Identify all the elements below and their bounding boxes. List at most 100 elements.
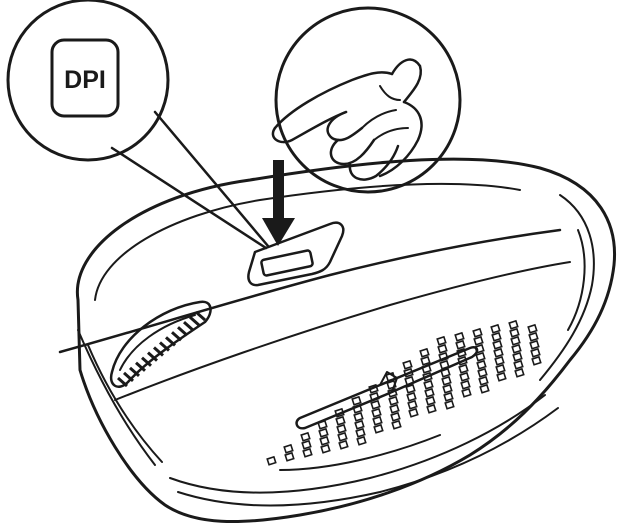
dpi-label: DPI [64,66,106,94]
grip-square [492,339,503,350]
scroll-wheel [109,300,212,388]
grip-square [457,355,468,366]
grip-square [317,419,328,430]
grip-square [495,363,506,374]
grip-square [491,331,502,342]
wheel-ridge [141,356,152,367]
wheel-ridge [147,351,158,362]
grip-square [372,415,383,426]
grip-square [318,427,329,438]
grip-square [354,419,365,430]
grip-square [389,403,400,414]
wheel-ridge [123,371,134,383]
grip-square [474,343,485,354]
pointing-hand-icon [271,6,462,194]
grip-square [426,403,437,414]
grip-square [508,319,519,330]
wheel-ridge [153,346,164,357]
grip-square [404,375,415,386]
grip-square [460,379,471,390]
grip-square [531,355,542,366]
grip-square [461,387,472,398]
grip-square [443,391,454,402]
grip-square [301,439,312,450]
grip-square [436,335,447,346]
grip-texture [266,319,542,466]
grip-square [403,367,414,378]
wheel-ridge [189,315,200,327]
grip-square [509,327,520,338]
mouse-body [58,157,617,524]
down-arrow-icon [262,160,295,246]
grip-square [425,395,436,406]
grip-square [337,431,348,442]
grip-square [388,395,399,406]
grip-square [421,363,432,374]
grip-square [444,399,455,410]
grip-square [385,371,396,382]
grip-square [369,391,380,402]
grip-square [408,407,419,418]
grip-square [356,435,367,446]
grip-square [370,399,381,410]
grip-square [391,419,402,430]
wheel-ridge [171,331,182,342]
grip-square [420,355,431,366]
grip-square [266,455,277,466]
dpi-button [247,221,345,287]
grip-square [319,435,330,446]
grip-square [494,355,505,366]
grip-square [284,451,295,462]
grip-square [423,379,434,390]
grip-square [406,391,417,402]
wheel-ridges [117,310,206,388]
grip-square [437,343,448,354]
grip-square [373,423,384,434]
grip-square [334,407,345,418]
dpi-callout: DPI [6,0,270,250]
grip-square [336,423,347,434]
grip-square [479,383,490,394]
grip-square [422,371,433,382]
grip-square [283,443,294,454]
grip-square [386,379,397,390]
grip-square [439,359,450,370]
grip-square [407,399,418,410]
grip-square [300,431,311,442]
wheel-ridge [129,366,140,377]
grip-square [514,367,525,378]
grip-square [511,343,522,354]
grip-square [478,375,489,386]
grip-square [455,339,466,350]
grip-square [335,415,346,426]
grip-square [442,383,453,394]
grip-square [405,383,416,394]
grip-square [424,387,435,398]
grip-square [338,439,349,450]
grip-square [476,359,487,370]
grip-square [510,335,521,346]
grip-square [419,347,430,358]
grip-square [371,407,382,418]
grip-square [387,387,398,398]
grip-square [351,395,362,406]
grip-square [527,323,538,334]
wheel-ridge [183,321,194,332]
grip-square [477,367,488,378]
wheel-ridge [195,310,206,322]
grip-square [320,443,331,454]
grip-square [496,371,507,382]
wheel-ridge [177,326,188,337]
grip-square [459,371,470,382]
grip-square [475,351,486,362]
grip-square [368,383,379,394]
grip-square [512,351,523,362]
wheel-ridge [165,336,176,347]
grip-square [513,359,524,370]
grip-square [440,367,451,378]
grip-square [355,427,366,438]
grip-square [458,363,469,374]
wheel-ridge [135,361,146,372]
grip-square [402,359,413,370]
